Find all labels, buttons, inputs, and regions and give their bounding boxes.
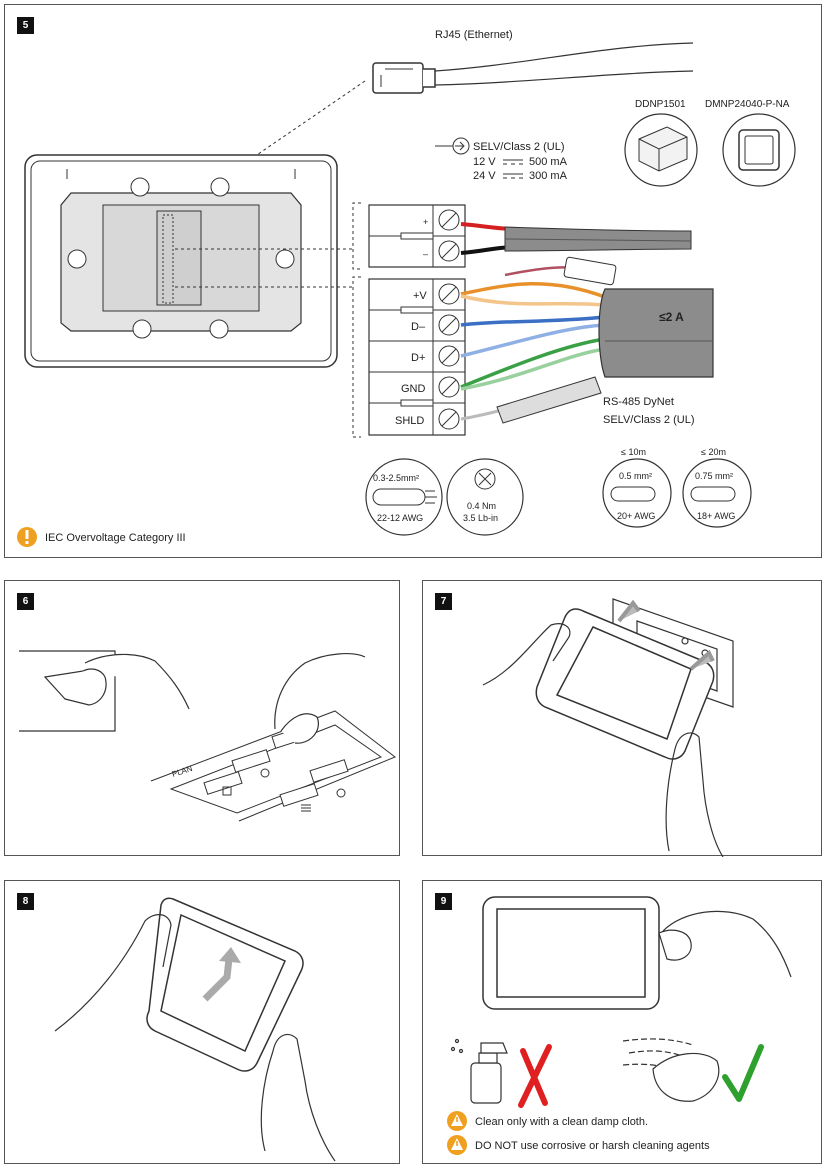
info-warning-icon [17, 527, 37, 547]
caution-damp-cloth: Clean only with a clean damp cloth. [475, 1116, 648, 1128]
dynet-wires [460, 266, 606, 421]
checkmark-icon [722, 1044, 764, 1102]
cleaning-illustration: Clean only with a clean damp cloth. DO N… [447, 896, 792, 1155]
cross-icon [518, 1044, 552, 1108]
dmnp-icon [722, 113, 796, 187]
dynet-terminal-block [368, 278, 466, 436]
terminal-gnd-label: GND [401, 383, 426, 395]
wiring-diagram: RJ45 (Ethernet) DDNP1501 DMNP24040-P-NA … [17, 29, 796, 547]
wire-075-icon [682, 458, 752, 528]
distance-10m: ≤ 10m [621, 447, 646, 457]
ddnp1501-icon [624, 113, 698, 187]
step-8-panel: 8 [4, 880, 400, 1164]
caution-no-corrosive: DO NOT use corrosive or harsh cleaning a… [475, 1140, 710, 1152]
terminal-minus-label: – [423, 249, 428, 259]
spray-bottle-icon [450, 1038, 508, 1104]
torque-nm: 0.4 Nm [467, 501, 496, 511]
wire-05-size: 0.5 mm² [619, 471, 652, 481]
selv-label: SELV/Class 2 (UL) [473, 141, 565, 153]
left-hand [43, 653, 190, 710]
terminal-dminus-label: D– [411, 321, 426, 333]
power-12v: 12 V [473, 156, 496, 168]
wire-main-size: 0.3-2.5mm² [373, 473, 419, 483]
power-input-icon [435, 137, 470, 155]
rj45-connector [372, 42, 694, 94]
wire-main-awg: 22-12 AWG [377, 513, 423, 523]
caution-icon [447, 1111, 467, 1131]
distance-20m: ≤ 20m [701, 447, 726, 457]
tablet-device [535, 608, 715, 760]
product-ddnp1501-label: DDNP1501 [635, 99, 686, 110]
device-back-plate [24, 154, 338, 368]
step-6-panel: 6 PLAN [4, 580, 400, 856]
step-number: 8 [17, 893, 34, 910]
step-5-panel: 5 RJ45 (Ethernet) DDNP1501 DMNP24040-P-N… [4, 4, 822, 558]
terminal-dplus-label: D+ [411, 352, 425, 364]
hands [482, 623, 724, 857]
rs485-selv-label: SELV/Class 2 (UL) [603, 414, 695, 426]
torque-lbin: 3.5 Lb-in [463, 513, 498, 523]
step-9-panel: 9 Clean only with [422, 880, 822, 1164]
hand-wiping [658, 910, 792, 978]
cloth-wipe-icon [622, 1038, 720, 1102]
plan-label: PLAN [171, 764, 194, 779]
power-terminal-block [368, 204, 466, 268]
mount-device-illustration [482, 598, 734, 857]
terminal-v-label: +V [413, 290, 427, 302]
step-7-panel: 7 [422, 580, 822, 857]
power-24v: 24 V [473, 170, 496, 182]
label-placement-illustration: PLAN [19, 650, 396, 822]
rj45-label: RJ45 (Ethernet) [435, 29, 513, 41]
step-number: 5 [17, 17, 34, 34]
rs485-label: RS-485 DyNet [603, 396, 674, 408]
caution-icon [447, 1135, 467, 1155]
hands [54, 914, 336, 1162]
current-limit-label: ≤2 A [659, 310, 684, 324]
wire-gauge-icon [365, 458, 443, 536]
wire-075-size: 0.75 mm² [695, 471, 733, 481]
step-number: 6 [17, 593, 34, 610]
press-device-illustration [54, 897, 336, 1162]
overvoltage-note: IEC Overvoltage Category III [45, 532, 186, 544]
torque-icon [446, 458, 524, 536]
wire-075-awg: 18+ AWG [697, 511, 735, 521]
terminal-plus-label: + [423, 217, 428, 227]
step-number: 7 [435, 593, 452, 610]
wire-05-awg: 20+ AWG [617, 511, 655, 521]
product-dmnp-label: DMNP24040-P-NA [705, 99, 790, 110]
right-hand [274, 653, 366, 744]
device-front [482, 896, 660, 1010]
wire-05-icon [602, 458, 672, 528]
power-24v-current: 300 mA [529, 170, 568, 182]
step-number: 9 [435, 893, 452, 910]
terminal-shld-label: SHLD [395, 415, 424, 427]
power-12v-current: 500 mA [529, 156, 568, 168]
